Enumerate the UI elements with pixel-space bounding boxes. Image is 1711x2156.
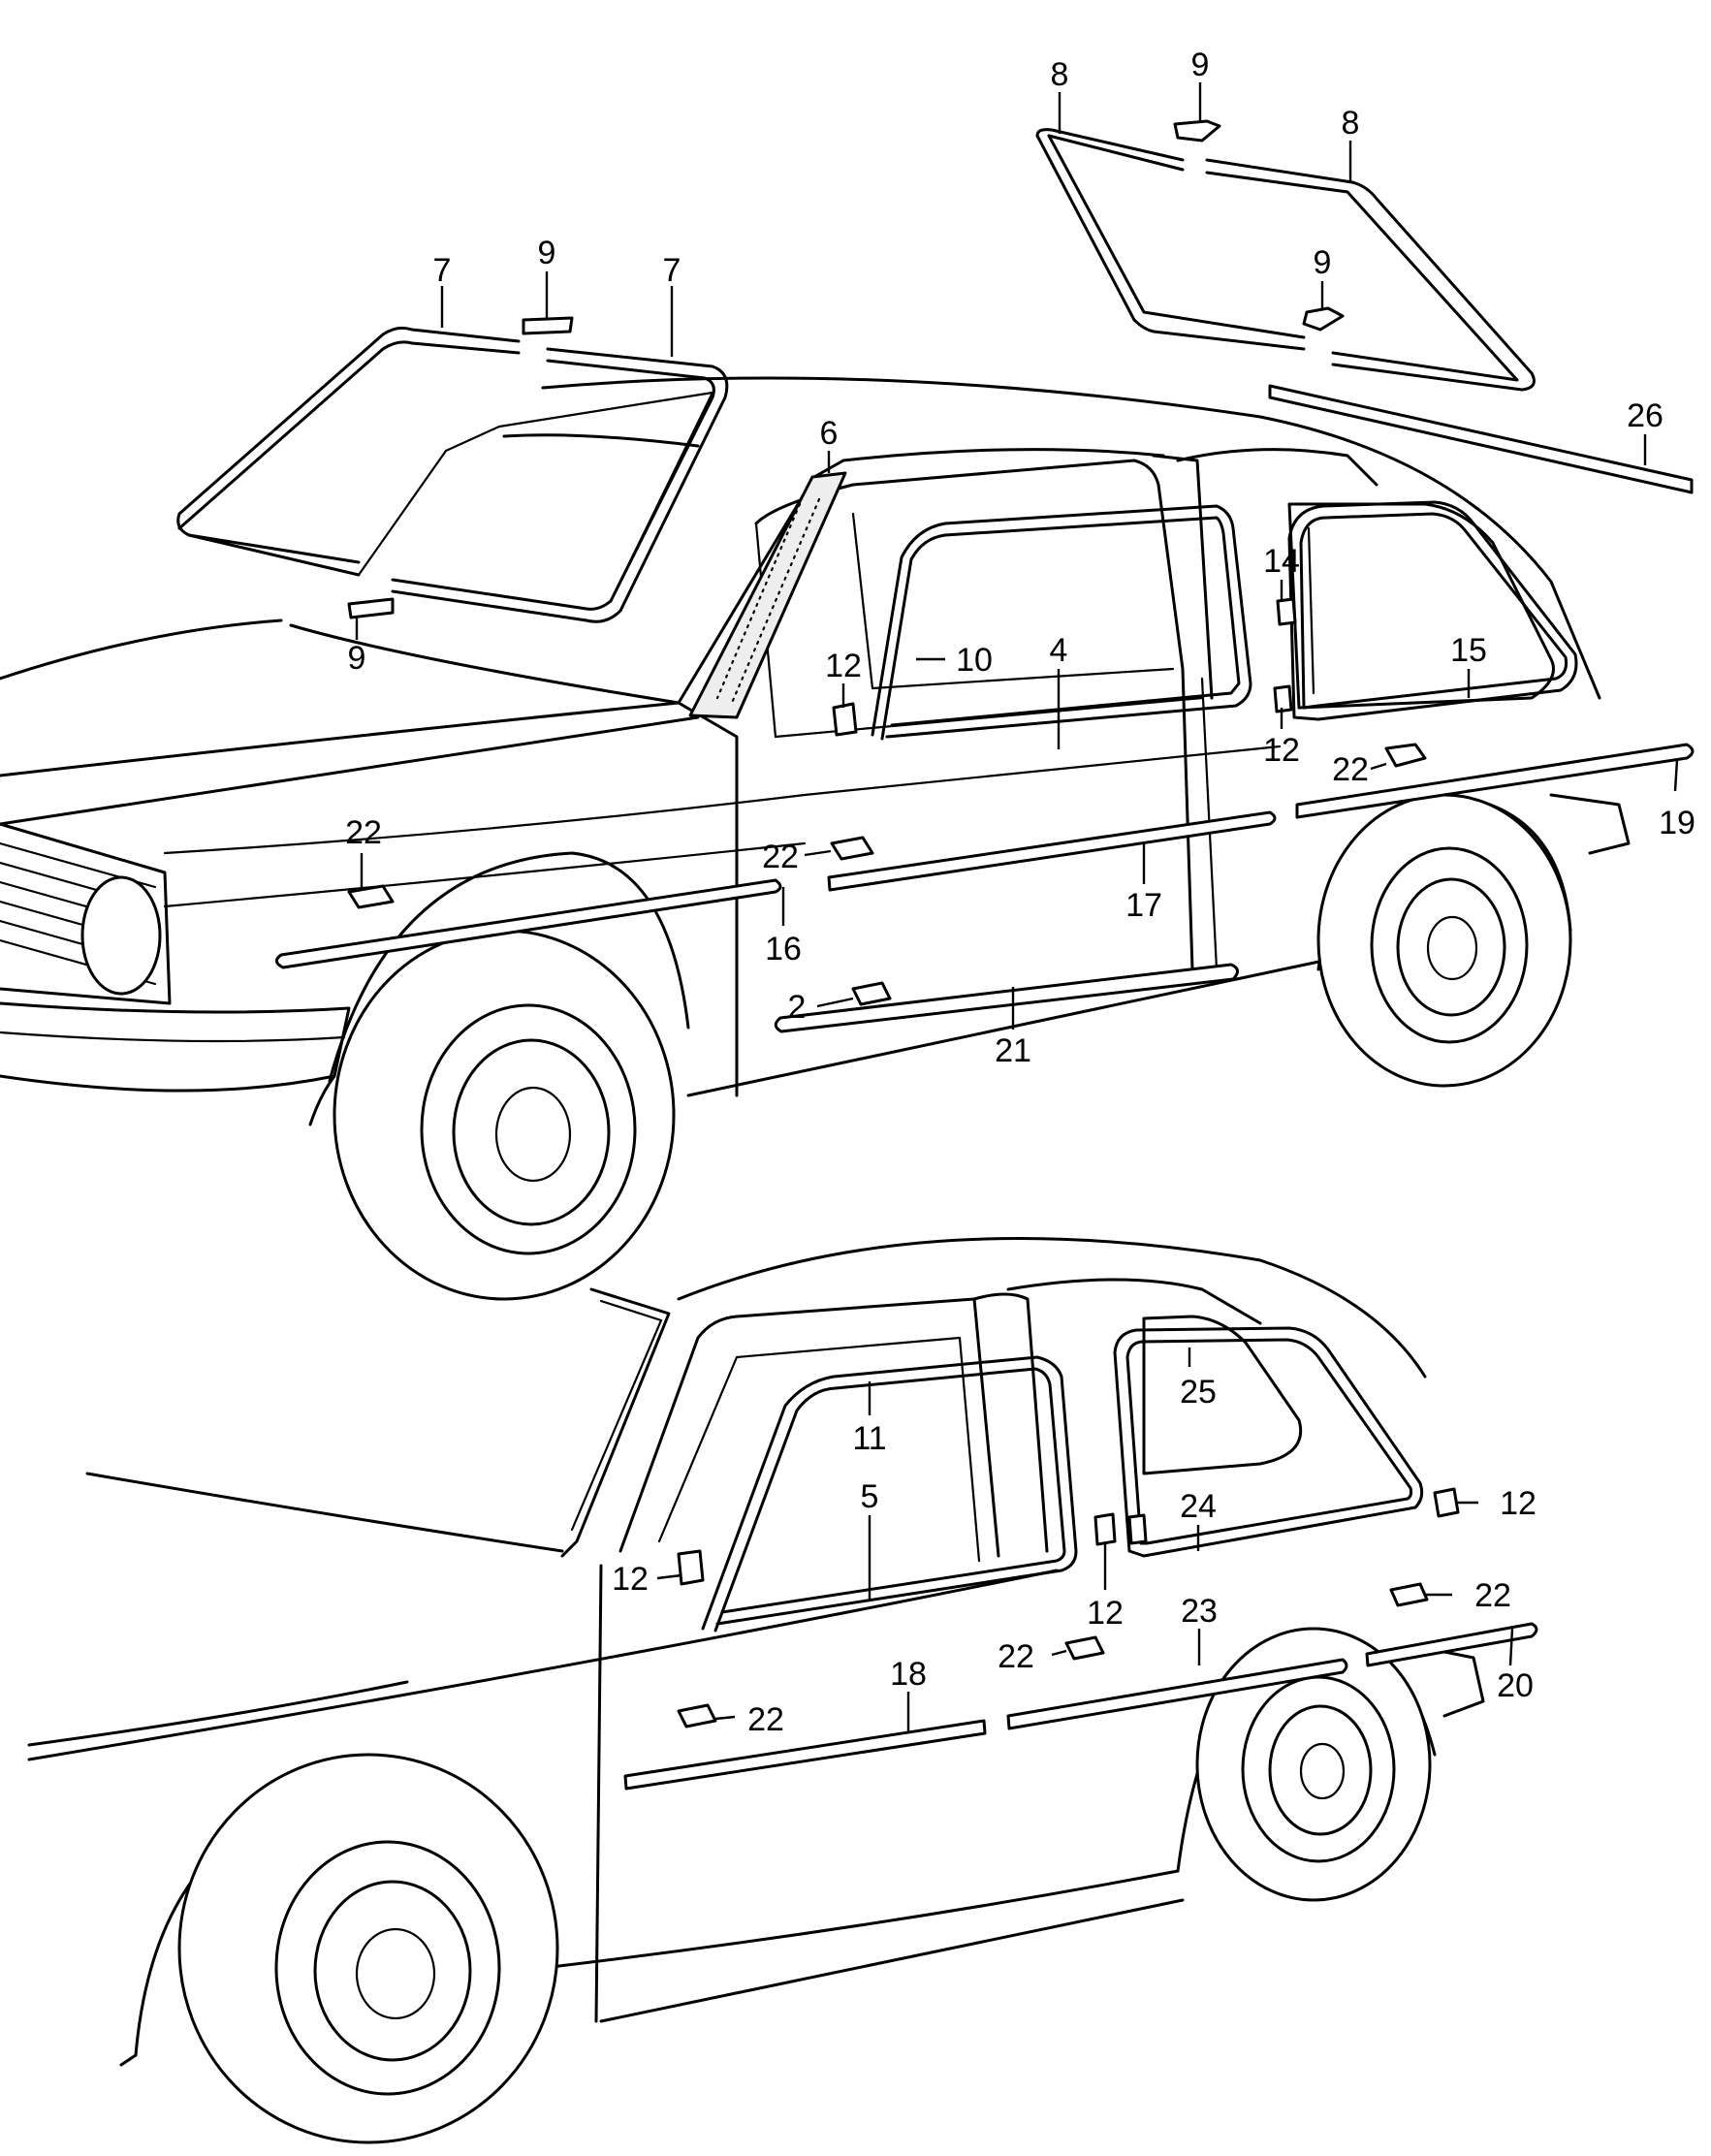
- leader-lines: [355, 82, 1679, 1733]
- callout-22-e: 22: [998, 1638, 1034, 1675]
- bottom-moulding-parts: [623, 1622, 1538, 1791]
- callout-2: 2: [788, 989, 807, 1026]
- bottom-car-drawing: [27, 1237, 1485, 2144]
- callout-4: 4: [1050, 632, 1068, 669]
- callout-12-c: 12: [1500, 1485, 1537, 1522]
- callout-18: 18: [890, 1656, 927, 1693]
- callout-16: 16: [765, 931, 802, 967]
- callout-8-a: 8: [1051, 56, 1069, 93]
- top-car-drawing: [0, 376, 1631, 1301]
- callout-22-a: 22: [1332, 751, 1369, 788]
- callout-12-d: 12: [612, 1561, 649, 1598]
- callout-17: 17: [1125, 887, 1162, 924]
- callout-14: 14: [1263, 543, 1300, 580]
- callout-8-b: 8: [1342, 105, 1360, 142]
- roof-strip-part-26: [1268, 384, 1694, 494]
- pillar-trim-part-6: [688, 471, 847, 719]
- callout-21: 21: [995, 1032, 1031, 1069]
- callout-22-b: 22: [345, 814, 382, 851]
- side-moulding-parts: [275, 743, 1695, 1033]
- callout-12-a: 12: [825, 648, 862, 684]
- rear-door-seal-part-24: [1113, 1326, 1424, 1558]
- rear-door-seal-part-15: [1287, 500, 1578, 721]
- callout-15: 15: [1450, 632, 1487, 669]
- callout-10: 10: [956, 642, 993, 679]
- callout-12-b: 12: [1263, 732, 1300, 769]
- callout-7-a: 7: [433, 252, 452, 289]
- callout-7-b: 7: [663, 252, 681, 289]
- callout-22-f: 22: [747, 1701, 784, 1738]
- door-frame-seal-part-10: [871, 504, 1252, 741]
- callout-labels: 8 9 8 9 26 7 9 7 6 9 14 15 12 10 4 12 22…: [345, 47, 1695, 1738]
- windscreen-seal-part-7: [176, 326, 729, 623]
- callout-23: 23: [1181, 1593, 1218, 1630]
- callout-9-a: 9: [1191, 47, 1210, 83]
- callout-22-d: 22: [1474, 1577, 1511, 1614]
- callout-26: 26: [1627, 397, 1663, 434]
- clip-parts: [347, 119, 1427, 1006]
- callout-12-e: 12: [1087, 1595, 1124, 1632]
- callout-6: 6: [820, 415, 839, 452]
- callout-11: 11: [852, 1420, 886, 1457]
- rear-window-seal-part-8: [1035, 128, 1536, 392]
- callout-19: 19: [1659, 805, 1695, 841]
- callout-9-c: 9: [538, 235, 556, 271]
- callout-22-c: 22: [762, 839, 799, 875]
- callout-9-b: 9: [1314, 244, 1332, 281]
- callout-25: 25: [1180, 1374, 1217, 1411]
- callout-9-d: 9: [348, 640, 366, 677]
- callout-5: 5: [861, 1478, 879, 1515]
- callout-24: 24: [1180, 1488, 1217, 1525]
- bottom-clip-parts: [677, 1487, 1460, 1728]
- door-frame-seal-part-11: [701, 1355, 1078, 1633]
- callout-20: 20: [1497, 1667, 1534, 1704]
